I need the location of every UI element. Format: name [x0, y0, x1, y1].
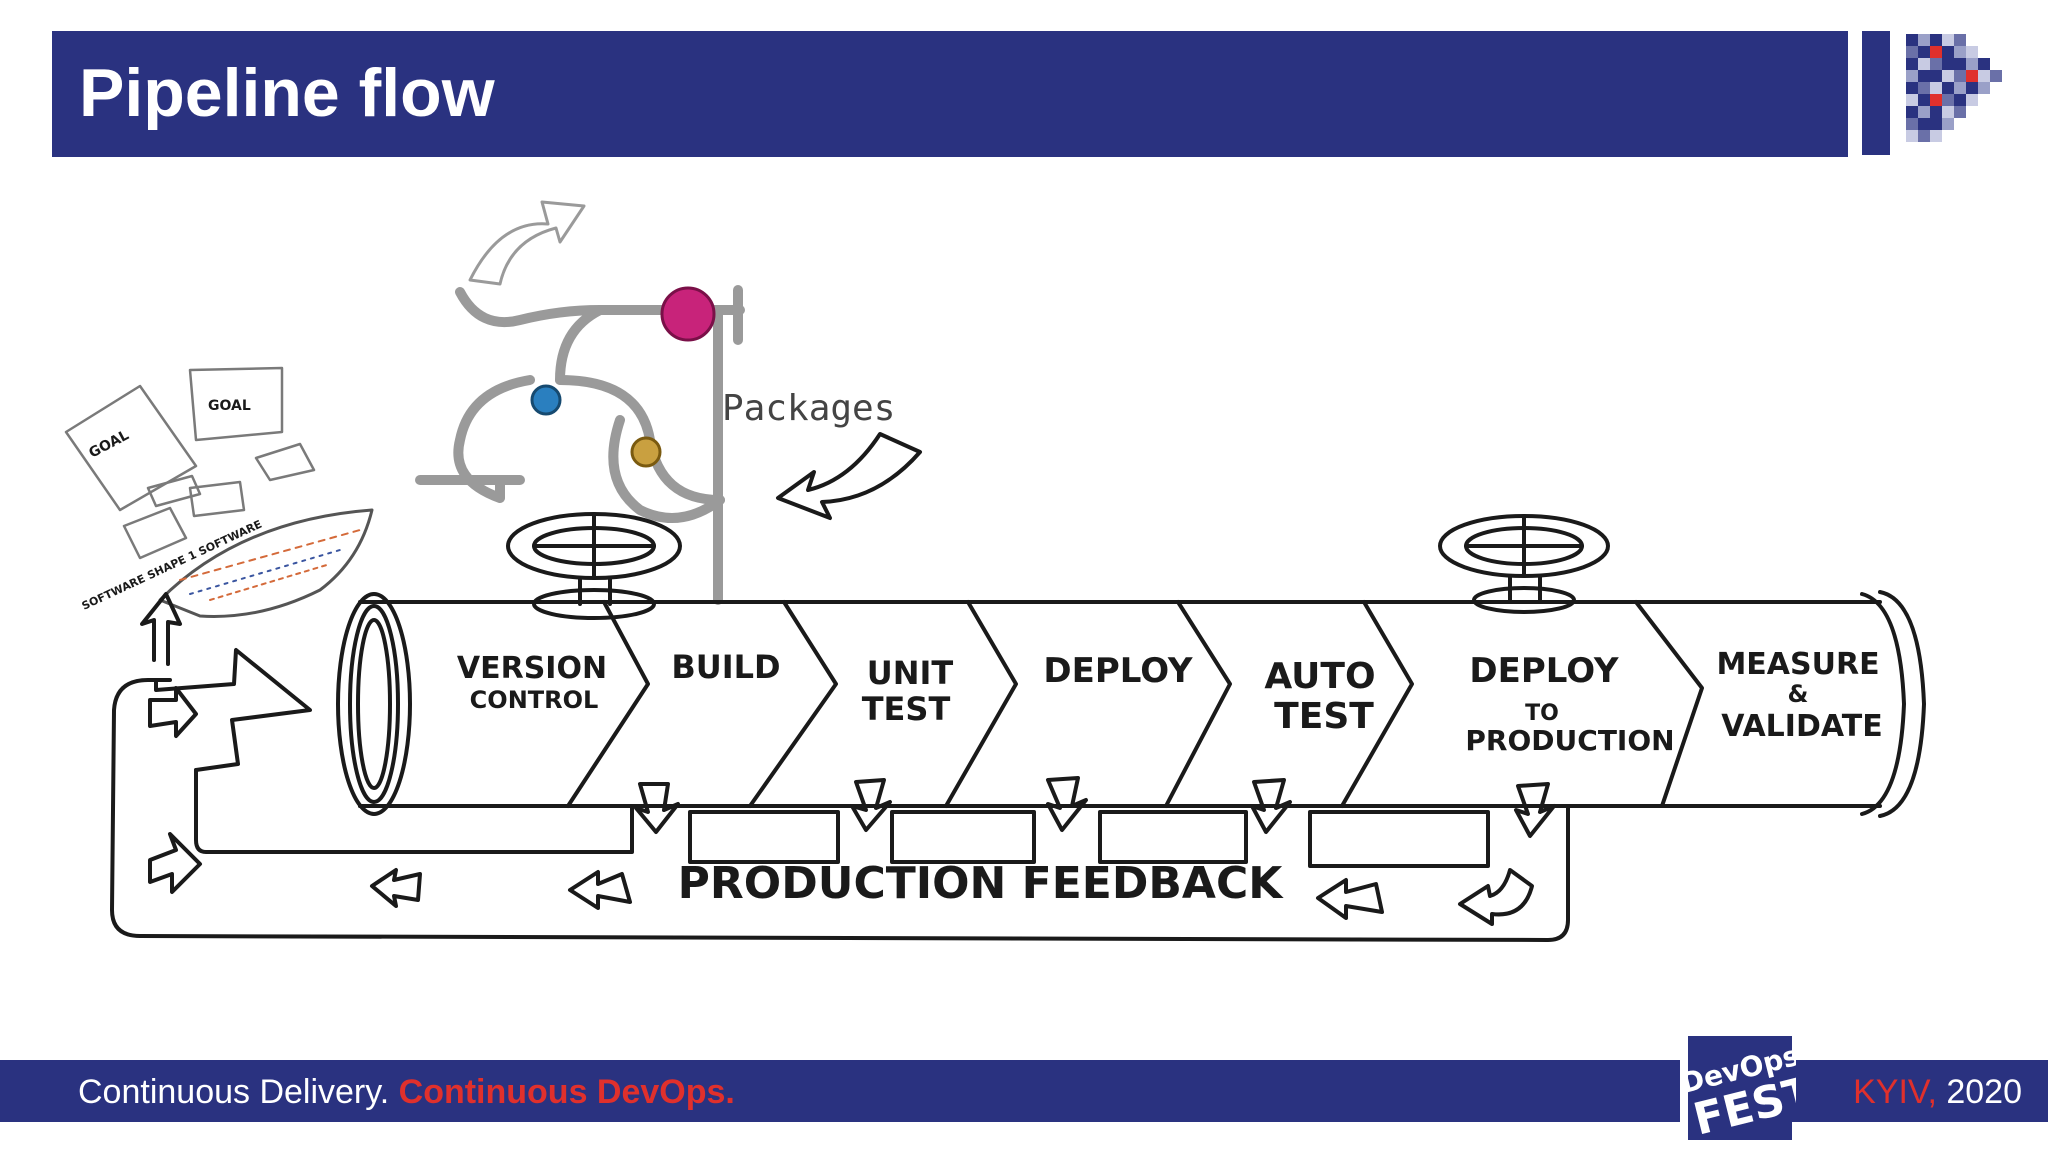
valve-wheel-icon	[506, 512, 682, 620]
footer-tagline-main: Continuous Delivery.	[78, 1073, 390, 1111]
feedback-return-arrow-icon	[1458, 868, 1534, 926]
packages-arrow-icon	[776, 432, 922, 520]
goal-label: GOAL	[86, 427, 131, 461]
footer-city: KYIV,	[1853, 1073, 1937, 1111]
logo-stripe	[1862, 31, 1890, 155]
goal-label: GOAL	[208, 398, 251, 414]
blue-valve-icon	[530, 384, 562, 416]
goal-cards	[64, 366, 316, 560]
feedback-left-arrow-icon	[370, 868, 422, 908]
footer-year: 2020	[1946, 1073, 2022, 1111]
devops-fest-logo: DevOps FEST	[1680, 1036, 1796, 1140]
feedback-left-arrow-icon	[1316, 878, 1384, 920]
stage-label: VERSION	[457, 651, 607, 686]
footer-tagline-accent: Continuous DevOps.	[398, 1073, 735, 1111]
stage-label: TEST	[862, 690, 951, 728]
stage-label: &	[1788, 680, 1809, 708]
feedback-down-arrow-icon	[634, 782, 680, 834]
loop-arrow-icon	[148, 832, 202, 894]
feedback-down-arrow-icon	[1250, 778, 1292, 834]
stage-label: MEASURE	[1716, 647, 1879, 682]
feedback-down-arrow-icon	[1514, 782, 1556, 838]
stage-label: UNIT	[867, 654, 954, 692]
stage-label: PRODUCTION	[1465, 724, 1674, 757]
outgoing-arrow-icon	[468, 200, 586, 286]
stage-label: AUTO	[1264, 656, 1375, 697]
small-arrow-icon	[148, 686, 198, 738]
gold-valve-icon	[630, 436, 662, 468]
up-arrow-icon	[140, 592, 182, 666]
funnel	[158, 508, 374, 618]
feedback-down-arrow-icon	[850, 778, 892, 832]
footer-tagline: Continuous Delivery. Continuous DevOps.	[78, 1072, 735, 1112]
pipeline-diagram: GOAL GOAL SOFTWARE SHAPE 1 SOFTWARE	[64, 200, 1926, 942]
stage-label: BUILD	[671, 648, 780, 686]
source-label: SOFTWARE SHAPE 1 SOFTWARE	[80, 518, 264, 613]
pixel-mosaic-logo	[1906, 34, 2002, 142]
stage-label: DEPLOY	[1469, 651, 1619, 691]
pink-valve-icon	[660, 286, 716, 342]
stage-label: TEST	[1274, 696, 1374, 737]
stage-label: VALIDATE	[1721, 709, 1882, 744]
stage-label: TO	[1525, 701, 1559, 726]
feedback-label: PRODUCTION FEEDBACK	[678, 858, 1285, 909]
page-title: Pipeline flow	[79, 55, 495, 131]
stage-label: DEPLOY	[1043, 651, 1193, 691]
valve-wheel-icon	[1438, 514, 1610, 614]
feedback-down-arrow-icon	[1046, 776, 1088, 832]
input-arrow-icon	[154, 648, 312, 772]
footer-location: KYIV, 2020	[1853, 1072, 2022, 1112]
main-pipe	[336, 590, 1926, 818]
feedback-loop	[110, 678, 1570, 942]
feedback-left-arrow-icon	[568, 870, 632, 910]
stage-label: CONTROL	[470, 686, 599, 714]
packages-label: Packages	[722, 388, 895, 429]
title-bar: Pipeline flow	[52, 31, 1848, 157]
